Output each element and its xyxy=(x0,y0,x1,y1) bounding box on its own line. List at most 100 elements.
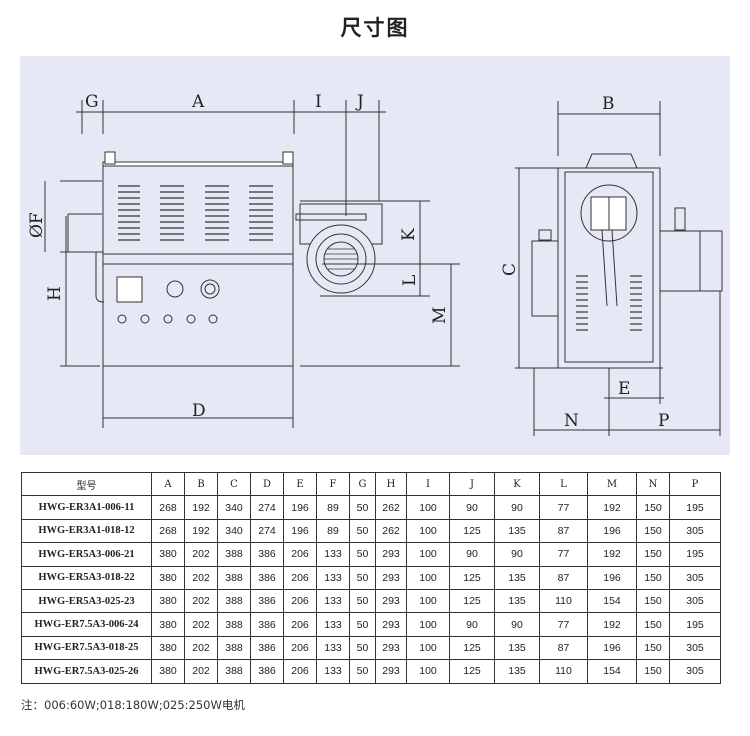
table-cell: 100 xyxy=(406,542,450,567)
table-cell: 87 xyxy=(539,518,588,544)
table-cell: 133 xyxy=(316,635,350,661)
table-cell: 202 xyxy=(184,659,218,684)
header-cell: N xyxy=(636,471,670,497)
table-cell: 274 xyxy=(250,518,284,544)
dim-label-p: P xyxy=(658,411,669,431)
table-cell: 50 xyxy=(349,612,376,637)
table-cell: 388 xyxy=(217,565,251,590)
table-cell: 340 xyxy=(217,495,251,520)
table-cell: 133 xyxy=(316,588,350,614)
table-cell: 150 xyxy=(636,635,670,661)
dim-label-g: G xyxy=(85,92,99,112)
table-cell: 50 xyxy=(349,659,376,684)
header-cell: H xyxy=(375,471,407,497)
model-cell: HWG-ER7.5A3-006-24 xyxy=(21,612,152,637)
table-cell: 206 xyxy=(283,542,317,567)
table-cell: 196 xyxy=(283,495,317,520)
table-cell: 206 xyxy=(283,635,317,661)
model-cell: HWG-ER3A1-018-12 xyxy=(21,518,152,544)
header-cell: E xyxy=(283,471,317,497)
table-cell: 90 xyxy=(449,542,495,567)
table-cell: 386 xyxy=(250,659,284,684)
table-cell: 192 xyxy=(587,495,637,520)
table-cell: 195 xyxy=(669,542,721,567)
table-cell: 305 xyxy=(669,635,721,661)
table-cell: 380 xyxy=(151,635,185,661)
table-cell: 388 xyxy=(217,635,251,661)
table-cell: 305 xyxy=(669,565,721,590)
dim-label-b: B xyxy=(602,94,615,114)
table-cell: 202 xyxy=(184,612,218,637)
table-cell: 150 xyxy=(636,565,670,590)
table-cell: 87 xyxy=(539,635,588,661)
table-cell: 100 xyxy=(406,588,450,614)
table-cell: 293 xyxy=(375,588,407,614)
table-cell: 50 xyxy=(349,542,376,567)
header-cell: B xyxy=(184,471,218,497)
table-cell: 388 xyxy=(217,612,251,637)
table-cell: 50 xyxy=(349,495,376,520)
table-cell: 150 xyxy=(636,518,670,544)
table-cell: 50 xyxy=(349,588,376,614)
table-cell: 202 xyxy=(184,635,218,661)
dim-label-k: K xyxy=(399,228,419,241)
table-cell: 100 xyxy=(406,495,450,520)
table-cell: 380 xyxy=(151,565,185,590)
table-cell: 293 xyxy=(375,542,407,567)
table-cell: 388 xyxy=(217,588,251,614)
dim-label-m: M xyxy=(430,307,450,324)
table-cell: 340 xyxy=(217,518,251,544)
table-cell: 150 xyxy=(636,588,670,614)
dim-label-e: E xyxy=(618,379,630,399)
table-cell: 135 xyxy=(494,565,540,590)
table-cell: 195 xyxy=(669,495,721,520)
header-cell: A xyxy=(151,471,185,497)
table-cell: 77 xyxy=(539,612,588,637)
table-cell: 100 xyxy=(406,518,450,544)
dim-label-l: L xyxy=(400,275,420,286)
table-cell: 192 xyxy=(587,612,637,637)
table-cell: 293 xyxy=(375,659,407,684)
table-cell: 110 xyxy=(539,588,588,614)
header-cell: D xyxy=(250,471,284,497)
table-cell: 293 xyxy=(375,612,407,637)
table-cell: 50 xyxy=(349,635,376,661)
table-cell: 133 xyxy=(316,612,350,637)
table-cell: 133 xyxy=(316,659,350,684)
table-cell: 380 xyxy=(151,612,185,637)
side-view: B C E N P xyxy=(500,94,723,436)
dim-label-j: J xyxy=(355,92,364,112)
table-cell: 192 xyxy=(587,542,637,567)
page-title: 尺寸图 xyxy=(340,16,410,40)
dim-label-c: C xyxy=(500,263,520,276)
table-cell: 100 xyxy=(406,612,450,637)
model-cell: HWG-ER7.5A3-025-26 xyxy=(21,659,152,684)
table-cell: 268 xyxy=(151,495,185,520)
table-cell: 50 xyxy=(349,518,376,544)
dimension-drawing: G A I J ØF K H L M D xyxy=(20,56,730,455)
table-cell: 50 xyxy=(349,565,376,590)
table-cell: 380 xyxy=(151,542,185,567)
table-cell: 135 xyxy=(494,518,540,544)
model-cell: HWG-ER5A3-025-23 xyxy=(21,588,152,614)
table-cell: 386 xyxy=(250,612,284,637)
table-cell: 100 xyxy=(406,635,450,661)
table-cell: 196 xyxy=(587,635,637,661)
table-cell: 206 xyxy=(283,565,317,590)
model-cell: HWG-ER3A1-006-11 xyxy=(21,495,152,520)
model-cell: HWG-ER7.5A3-018-25 xyxy=(21,635,152,661)
table-cell: 90 xyxy=(494,542,540,567)
table-cell: 110 xyxy=(539,659,588,684)
table-cell: 206 xyxy=(283,659,317,684)
table-cell: 77 xyxy=(539,542,588,567)
table-cell: 293 xyxy=(375,565,407,590)
table-cell: 150 xyxy=(636,495,670,520)
